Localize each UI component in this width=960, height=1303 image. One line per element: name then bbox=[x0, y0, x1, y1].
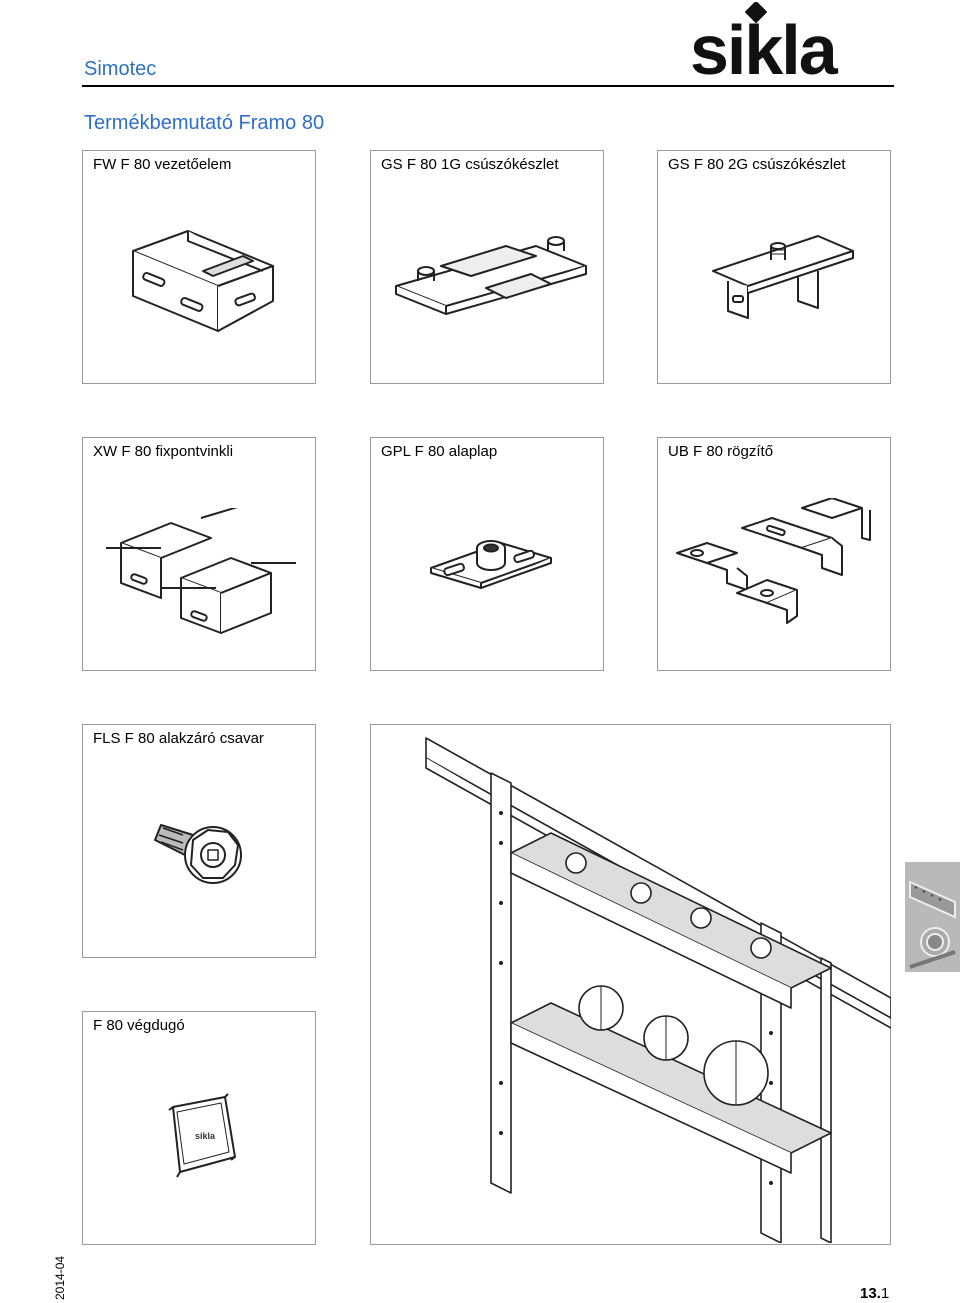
product-label: F 80 végdugó bbox=[93, 1017, 185, 1034]
base-plate-icon bbox=[430, 540, 552, 589]
pipe-support-installation-icon bbox=[425, 737, 891, 1243]
product-card-fixpoint-bracket: XW F 80 fixpontvinkli bbox=[82, 437, 316, 671]
product-label: GPL F 80 alaplap bbox=[381, 443, 498, 460]
page-sub: 1 bbox=[880, 1285, 890, 1302]
edition-date: 2014-04 bbox=[53, 1255, 67, 1300]
form-locking-screw-icon bbox=[154, 824, 242, 884]
product-card-sliding-set-1g: GS F 80 1G csúszókészlet bbox=[370, 150, 604, 384]
end-cap-icon: sikla bbox=[168, 1093, 236, 1178]
page-number: 13.1 bbox=[860, 1285, 889, 1302]
product-label: FW F 80 vezetőelem bbox=[93, 156, 232, 173]
installation-card bbox=[370, 724, 891, 1245]
product-card-base-plate: GPL F 80 alaplap bbox=[370, 437, 604, 671]
product-label: XW F 80 fixpontvinkli bbox=[93, 443, 234, 460]
header-rule bbox=[82, 85, 894, 87]
u-bracket-icon bbox=[676, 498, 871, 624]
product-card-end-cap: F 80 végdugó sikla bbox=[82, 1011, 316, 1245]
product-card-guide-element: FW F 80 vezetőelem bbox=[82, 150, 316, 384]
product-label: GS F 80 1G csúszókészlet bbox=[381, 156, 559, 173]
product-label: FLS F 80 alakzáró csavar bbox=[93, 730, 264, 747]
chapter-thumbnail bbox=[905, 862, 960, 972]
page-chapter: 13. bbox=[860, 1285, 881, 1302]
product-label: UB F 80 rögzítő bbox=[668, 443, 774, 460]
product-card-sliding-set-2g: GS F 80 2G csúszókészlet bbox=[657, 150, 891, 384]
sliding-set-2g-icon bbox=[712, 235, 854, 319]
product-card-form-locking-screw: FLS F 80 alakzáró csavar bbox=[82, 724, 316, 958]
sliding-set-1g-icon bbox=[395, 236, 587, 315]
brand-name: Simotec bbox=[84, 58, 157, 80]
sikla-logo: sikla bbox=[690, 2, 841, 82]
logo-text: sikla bbox=[690, 11, 839, 82]
page-title: Termékbemutató Framo 80 bbox=[84, 112, 325, 134]
chapter-thumbnail-icon bbox=[909, 880, 956, 969]
fixpoint-bracket-icon bbox=[106, 508, 296, 634]
product-label: GS F 80 2G csúszókészlet bbox=[668, 156, 846, 173]
svg-text:sikla: sikla bbox=[195, 1131, 216, 1141]
guide-element-icon bbox=[132, 230, 274, 332]
product-card-u-bracket: UB F 80 rögzítő bbox=[657, 437, 891, 671]
